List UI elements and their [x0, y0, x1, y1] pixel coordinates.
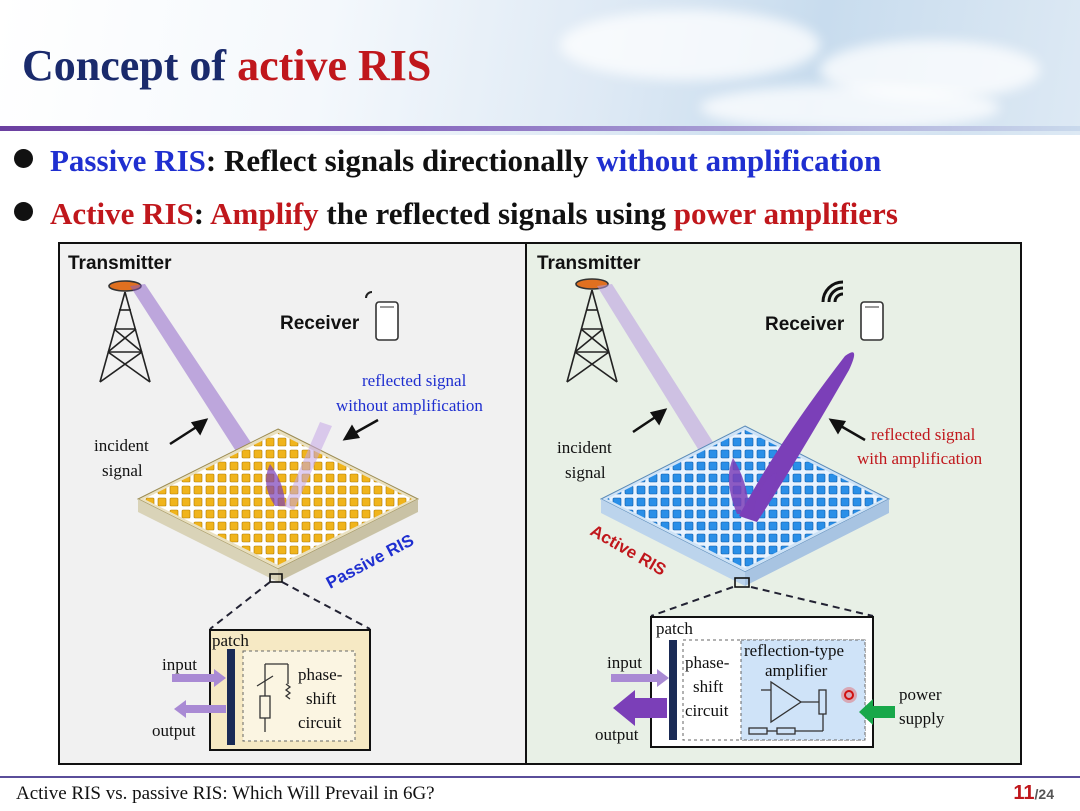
- bullet-text: :: [193, 196, 211, 231]
- zoom-line: [209, 581, 271, 630]
- slide-title: Concept of active RIS: [22, 40, 431, 91]
- bullet-dot-icon: [14, 149, 33, 168]
- bullet-highlight: without amplification: [596, 143, 882, 178]
- amplifier-label-2: amplifier: [765, 661, 828, 680]
- incident-arrow-icon: [169, 418, 209, 446]
- patch-label: patch: [212, 631, 249, 650]
- bullet-highlight: Amplify: [210, 196, 319, 231]
- active-ris-diagram: Transmitter Receiver incident signal ref…: [537, 253, 983, 748]
- patch-detail-box: [209, 629, 371, 751]
- receiver-phone-icon: [821, 280, 884, 341]
- cloud-decoration: [700, 85, 1000, 130]
- amplifier-label-1: reflection-type: [744, 641, 844, 660]
- zoom-line: [650, 586, 734, 617]
- page-current: 11: [1013, 782, 1035, 804]
- power-supply-arrow-icon: [859, 699, 895, 725]
- input-label: input: [162, 655, 197, 674]
- bullet-passive: Passive RIS: Reflect signals directional…: [14, 143, 881, 179]
- page-number: 11/24: [1013, 782, 1054, 805]
- scatter-lobe: [266, 464, 285, 506]
- reflected-arrow-icon: [828, 418, 866, 442]
- output-label: output: [152, 721, 196, 740]
- footer-text: Active RIS vs. passive RIS: Which Will P…: [16, 783, 435, 804]
- receiver-label: Receiver: [280, 313, 360, 334]
- receiver-label: Receiver: [765, 314, 845, 335]
- output-label: output: [595, 725, 639, 744]
- scatter-lobe: [728, 458, 749, 514]
- incident-label-2: signal: [565, 463, 606, 482]
- incident-label-2: signal: [102, 461, 143, 480]
- power-supply-label-2: supply: [899, 709, 945, 728]
- patch-label: patch: [656, 619, 693, 638]
- footer-divider: [0, 776, 1080, 778]
- output-arrow-icon: [613, 690, 667, 726]
- reflected-label-1: reflected signal: [871, 425, 976, 444]
- circuit-label-3: circuit: [685, 701, 729, 720]
- bullet-text: : Reflect signals directionally: [205, 143, 597, 178]
- bullet-term: Passive RIS: [50, 143, 206, 178]
- input-label: input: [607, 653, 642, 672]
- scatter-lobe: [753, 472, 777, 516]
- circuit-label-3: circuit: [298, 713, 342, 732]
- transmitter-tower-icon: [566, 278, 618, 383]
- cloud-decoration: [560, 10, 820, 80]
- title-part1: Concept of: [22, 41, 238, 90]
- input-arrow-icon: [611, 669, 669, 687]
- incident-arrow-icon: [632, 408, 668, 434]
- reflected-arrow-icon: [342, 418, 379, 441]
- power-supply-label-1: power: [899, 685, 942, 704]
- page-total: /24: [1034, 786, 1054, 802]
- passive-ris-panel: Transmitter Receiver incident signal ref…: [58, 242, 527, 765]
- reflected-beam-weak: [284, 422, 332, 510]
- incident-label-1: incident: [557, 438, 612, 457]
- title-part2: active RIS: [237, 41, 432, 90]
- bullet-text: the reflected signals using: [318, 196, 674, 231]
- input-arrow-icon: [172, 669, 226, 687]
- bullet-active: Active RIS: Amplify the reflected signal…: [14, 196, 898, 232]
- circuit-label-1: phase-: [685, 653, 730, 672]
- reflected-label-1: reflected signal: [362, 371, 467, 390]
- bullet-highlight: power amplifiers: [673, 196, 898, 231]
- transmitter-label: Transmitter: [537, 253, 641, 274]
- circuit-label-2: shift: [306, 689, 337, 708]
- circuit-label-1: phase-: [298, 665, 343, 684]
- reflected-label-2: without amplification: [336, 396, 483, 415]
- receiver-phone-icon: [365, 291, 399, 341]
- patch-detail-box: [650, 616, 874, 748]
- output-arrow-icon: [174, 700, 226, 718]
- passive-ris-diagram: Transmitter Receiver incident signal ref…: [68, 253, 483, 751]
- zoom-line: [281, 581, 371, 630]
- bullet-term: Active RIS: [50, 196, 194, 231]
- transmitter-label: Transmitter: [68, 253, 172, 274]
- bullet-dot-icon: [14, 202, 33, 221]
- title-divider: [0, 126, 1080, 131]
- zoom-line: [750, 586, 874, 617]
- active-ris-panel: Transmitter Receiver incident signal ref…: [525, 242, 1022, 765]
- circuit-label-2: shift: [693, 677, 724, 696]
- reflected-label-2: with amplification: [857, 449, 983, 468]
- incident-label-1: incident: [94, 436, 149, 455]
